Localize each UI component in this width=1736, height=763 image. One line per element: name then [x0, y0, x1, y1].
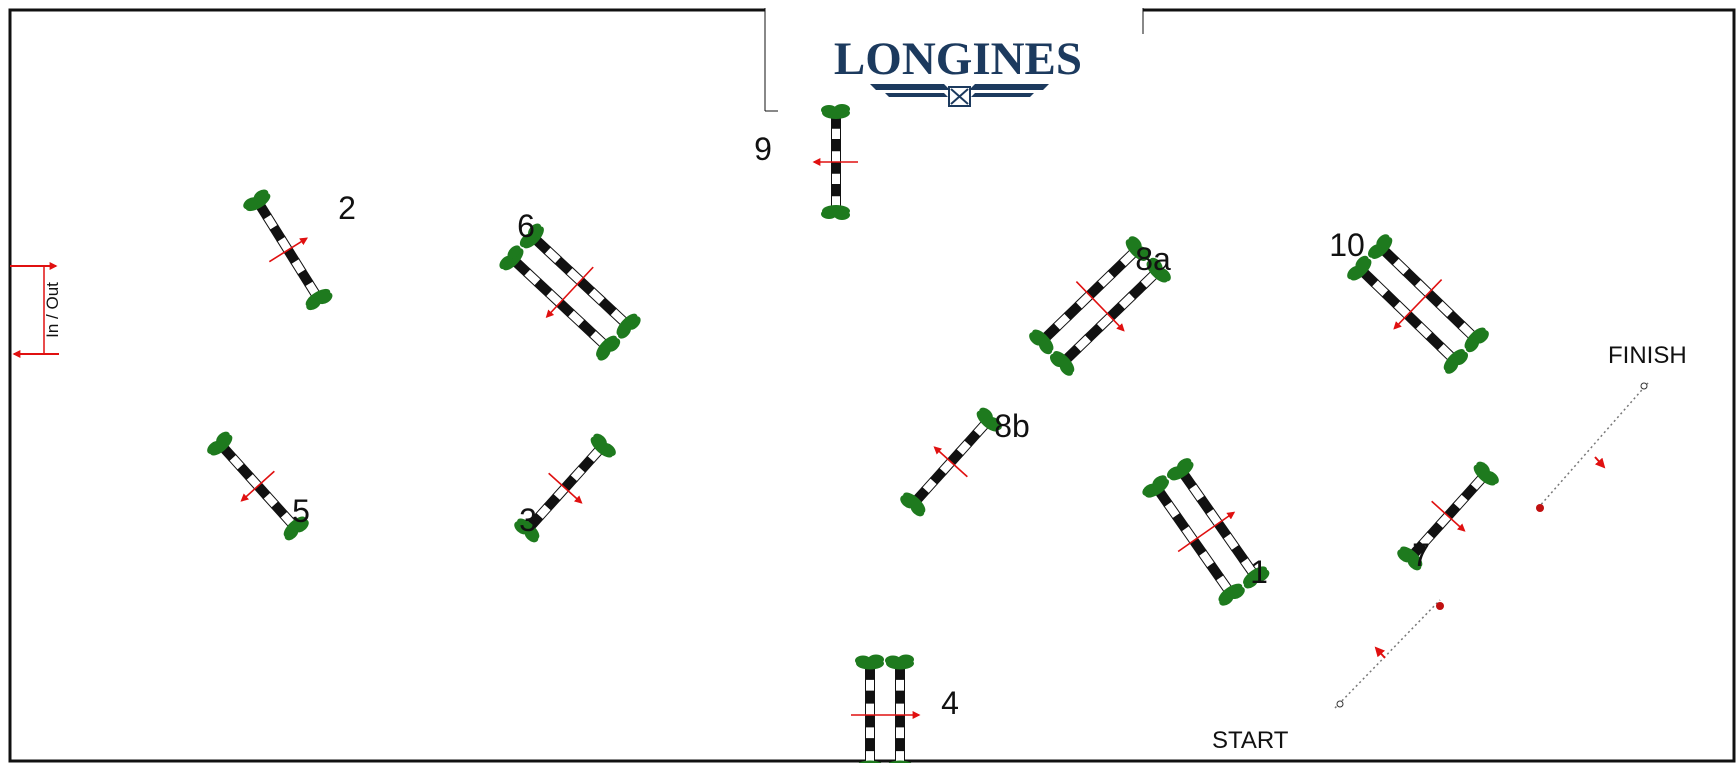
direction-arrow — [1075, 280, 1125, 332]
obstacle-10 — [1347, 234, 1489, 374]
obstacle-3 — [514, 433, 616, 543]
obstacle-label: 6 — [517, 208, 535, 244]
direction-arrow — [545, 266, 594, 319]
obstacle-4 — [851, 654, 921, 763]
obstacle-label: 4 — [941, 685, 959, 721]
start-label: START — [1212, 727, 1289, 754]
direction-arrow — [933, 446, 968, 478]
obstacle-label: 8a — [1135, 241, 1171, 277]
obstacle-label: 1 — [1250, 554, 1268, 590]
entrance-label: In / Out — [43, 282, 62, 338]
finish-label: FINISH — [1608, 342, 1687, 369]
obstacle-label: 10 — [1329, 227, 1365, 263]
direction-arrow — [1431, 500, 1466, 532]
arena-border — [8, 8, 1736, 763]
obstacle-7 — [1397, 461, 1499, 571]
obstacle-5 — [207, 431, 309, 541]
finish-line — [1536, 382, 1649, 512]
obstacle-label: 5 — [292, 493, 310, 529]
obstacle-label: 2 — [338, 190, 356, 226]
obstacle-8b — [900, 407, 1002, 517]
direction-arrow — [548, 472, 583, 504]
longines-logo: LONGINES — [764, 8, 1144, 112]
obstacle-1 — [1142, 458, 1270, 606]
entrance-marker: In / Out — [10, 262, 62, 358]
direction-arrow — [1177, 511, 1236, 553]
obstacle-label: 7 — [1412, 537, 1430, 573]
direction-arrow — [240, 470, 275, 502]
obstacle-8a — [1029, 236, 1171, 376]
logo-text: LONGINES — [834, 33, 1082, 85]
obstacle-9 — [812, 104, 858, 220]
start-line — [1334, 599, 1444, 709]
obstacle-label: 9 — [754, 131, 772, 167]
direction-arrow — [268, 237, 309, 263]
obstacle-label: 3 — [519, 502, 537, 538]
direction-arrow — [1393, 278, 1443, 330]
obstacle-label: 8b — [994, 408, 1030, 444]
obstacle-2 — [243, 189, 333, 311]
obstacle-6 — [499, 223, 641, 361]
obstacles-layer: 1 2 3 4 5 6 7 8a 8b 9 10 — [207, 104, 1499, 763]
